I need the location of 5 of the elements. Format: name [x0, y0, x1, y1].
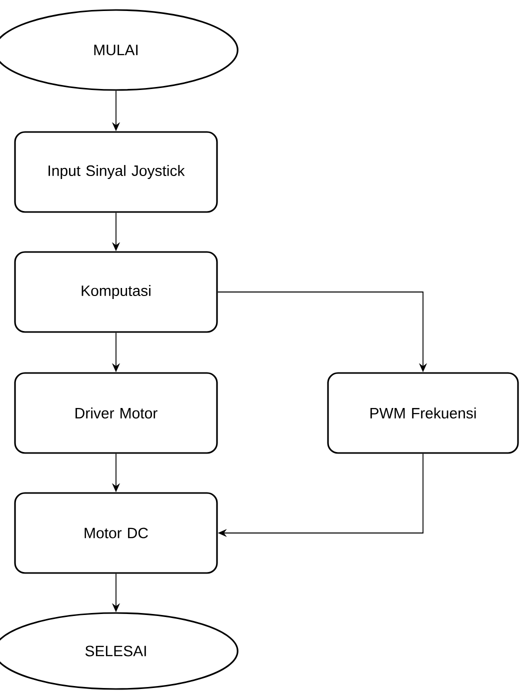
process-box: Driver Motor: [14, 372, 218, 454]
process-box: Komputasi: [14, 251, 218, 333]
process-box: PWM Frekuensi: [327, 372, 519, 454]
process-box: Motor DC: [14, 492, 218, 574]
process-box: Input Sinyal Joystick: [14, 131, 218, 213]
